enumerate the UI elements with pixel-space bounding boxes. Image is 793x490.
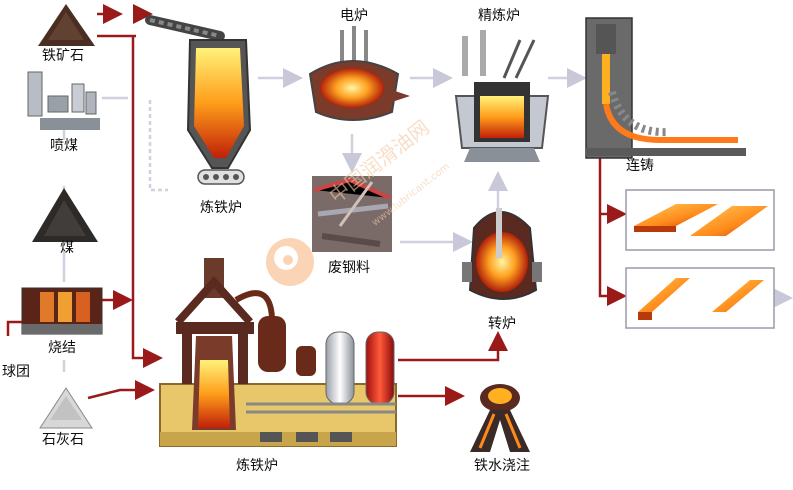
limestone-pile (39, 387, 93, 429)
label-sinter: 烧结 (48, 340, 76, 356)
label-electric-furnace: 电炉 (340, 8, 368, 24)
label-refining-furnace: 精炼炉 (478, 8, 520, 24)
blast-furnace-upper (186, 39, 252, 185)
label-coal: 煤 (60, 240, 74, 256)
label-hot-metal-pouring: 铁水浇注 (474, 458, 530, 474)
slab-output-panel (625, 189, 775, 251)
hot-metal-pouring (470, 384, 530, 452)
watermark-logo (266, 238, 314, 286)
sinter-plant (21, 287, 103, 335)
label-iron-ore: 铁矿石 (42, 48, 84, 64)
electric-arc-furnace (308, 26, 410, 121)
feed-conveyor (145, 15, 225, 41)
label-pellet: 球团 (2, 364, 30, 380)
blast-furnace-complex (159, 258, 397, 447)
coal-pile (32, 188, 98, 242)
label-scrap-steel: 废钢料 (328, 260, 370, 276)
label-limestone: 石灰石 (42, 432, 84, 448)
continuous-caster (585, 17, 746, 159)
label-coal-injection: 喷煤 (50, 138, 78, 154)
coal-injection-equipment (27, 71, 100, 130)
iron-ore-pile (38, 4, 95, 46)
scrap-steel-pile (312, 176, 392, 252)
bof-converter (462, 208, 542, 300)
label-converter: 转炉 (488, 316, 516, 332)
refining-furnace (454, 30, 550, 162)
billet-output-panel (625, 267, 775, 329)
label-continuous-casting: 连铸 (626, 158, 654, 174)
label-blast-furnace-top: 炼铁炉 (200, 200, 242, 216)
label-blast-furnace-bottom: 炼铁炉 (236, 458, 278, 474)
flow-lines (6, 4, 627, 406)
